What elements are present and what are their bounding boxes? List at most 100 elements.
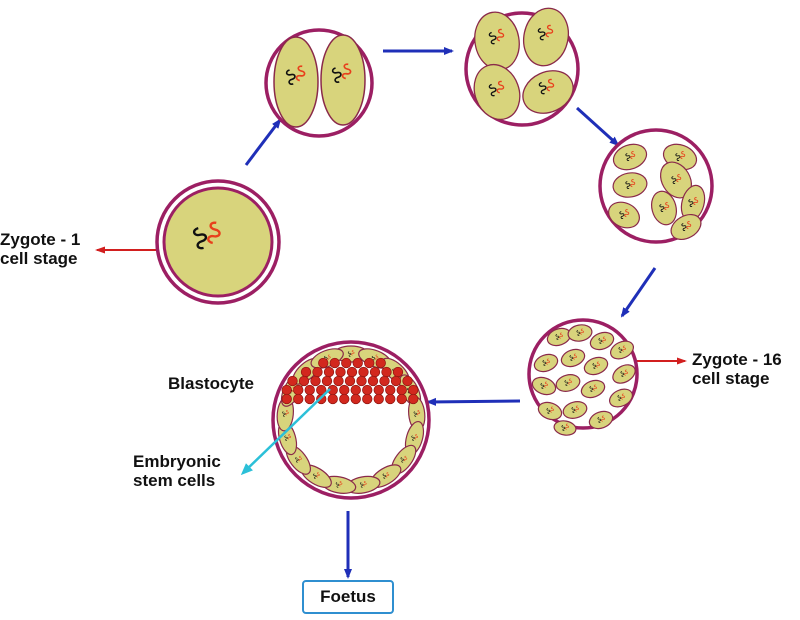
chromosome-pair <box>313 472 320 479</box>
chromosome-pair <box>569 353 577 361</box>
maternal-chromosome <box>630 151 636 160</box>
arrow-1-to-2 <box>244 118 282 166</box>
maternal-chromosome <box>496 80 505 94</box>
stage-4-cell <box>464 7 580 127</box>
paternal-chromosome <box>671 176 677 184</box>
stem-cell <box>381 366 392 378</box>
maternal-chromosome <box>414 434 418 440</box>
zygote-16-label-line2: cell stage <box>692 369 770 388</box>
arrow-16-to-blastocyte <box>426 397 521 406</box>
chromosome-pair <box>537 24 554 41</box>
stem-cells-label-line1: Embryonic <box>133 452 221 471</box>
arrow-8-to-16 <box>620 267 657 318</box>
maternal-chromosome <box>601 415 605 422</box>
stem-cells-pointer <box>240 388 331 476</box>
stage-2-cell <box>264 28 374 138</box>
maternal-chromosome <box>602 336 606 343</box>
chromosome-pair <box>571 405 579 413</box>
chromosome-pair <box>542 358 550 366</box>
paternal-chromosome <box>589 386 594 392</box>
stem-cell <box>346 366 358 378</box>
paternal-chromosome <box>295 457 299 463</box>
stem-cell <box>281 384 292 396</box>
stem-cell <box>396 384 407 396</box>
maternal-chromosome <box>316 472 320 478</box>
maternal-chromosome <box>386 472 390 478</box>
chromosome-pair <box>688 197 699 207</box>
chromosome-pair <box>347 350 355 357</box>
paternal-chromosome <box>569 355 574 361</box>
maternal-chromosome <box>693 197 699 206</box>
chromosome-pair <box>411 434 418 441</box>
paternal-chromosome <box>625 153 631 161</box>
blastocyte-label: Blastocyte <box>168 374 254 393</box>
stem-cell <box>298 375 310 387</box>
maternal-chromosome <box>686 221 692 230</box>
maternal-chromosome <box>496 28 505 42</box>
chromosome-pair <box>681 221 692 231</box>
stem-cell <box>350 384 361 396</box>
stem-cell <box>327 393 338 405</box>
chromosome-pair <box>282 410 289 417</box>
chromosome-pair <box>335 481 343 488</box>
maternal-chromosome <box>327 354 331 360</box>
stem-cell <box>293 384 304 396</box>
stem-cells-label: Embryonic stem cells <box>133 452 221 490</box>
chromosome-pair <box>625 151 636 161</box>
chromosome-pair <box>400 455 408 463</box>
maternal-chromosome <box>298 455 302 462</box>
chromosome-pair <box>331 63 352 83</box>
maternal-chromosome <box>416 410 421 416</box>
stem-cell <box>304 384 315 396</box>
chromosome-pair <box>546 406 554 414</box>
paternal-chromosome <box>347 351 352 357</box>
zygote-1-label: Zygote - 1 cell stage <box>0 230 80 268</box>
maternal-chromosome <box>664 202 670 211</box>
paternal-chromosome <box>331 67 342 83</box>
stem-cell <box>356 375 367 387</box>
maternal-chromosome <box>550 406 554 413</box>
chromosome-pair <box>659 202 670 212</box>
stage-blastocyte <box>271 340 431 500</box>
maternal-chromosome <box>624 369 628 376</box>
chromosome-pair <box>413 410 421 417</box>
stem-cell <box>350 393 361 405</box>
chromosome-pair <box>561 423 569 431</box>
paternal-chromosome <box>561 425 566 431</box>
stem-cell <box>385 384 396 396</box>
arrow-4-to-8 <box>575 106 620 147</box>
paternal-chromosome <box>360 482 364 488</box>
maternal-chromosome <box>596 361 600 368</box>
paternal-chromosome <box>193 226 208 250</box>
maternal-chromosome <box>580 328 584 335</box>
paternal-chromosome <box>598 338 603 344</box>
zygote-1-label-line1: Zygote - 1 <box>0 230 81 249</box>
chromosome-pair <box>564 378 572 386</box>
maternal-chromosome <box>575 405 579 412</box>
stem-cell <box>312 366 323 378</box>
maternal-chromosome <box>207 221 221 245</box>
stem-cell <box>329 357 340 369</box>
paternal-chromosome <box>542 360 547 366</box>
stem-cell <box>396 393 407 405</box>
stem-cell <box>390 375 402 387</box>
stem-cell <box>323 366 335 378</box>
stem-cell <box>367 375 379 387</box>
stem-cell <box>379 375 390 387</box>
chromosome-pair <box>284 434 291 441</box>
paternal-chromosome <box>688 199 694 207</box>
flow-arrows <box>244 47 657 579</box>
stem-cell <box>408 384 419 396</box>
stem-cell <box>402 375 413 387</box>
stem-cell <box>373 384 384 396</box>
maternal-chromosome <box>544 381 548 388</box>
maternal-chromosome <box>621 393 625 400</box>
chromosome-pair <box>538 78 555 95</box>
paternal-chromosome <box>659 204 665 212</box>
stem-cell <box>385 393 396 405</box>
paternal-chromosome <box>313 473 317 479</box>
stem-cell <box>392 366 404 378</box>
paternal-chromosome <box>488 31 497 45</box>
chromosome-pair <box>617 393 625 401</box>
